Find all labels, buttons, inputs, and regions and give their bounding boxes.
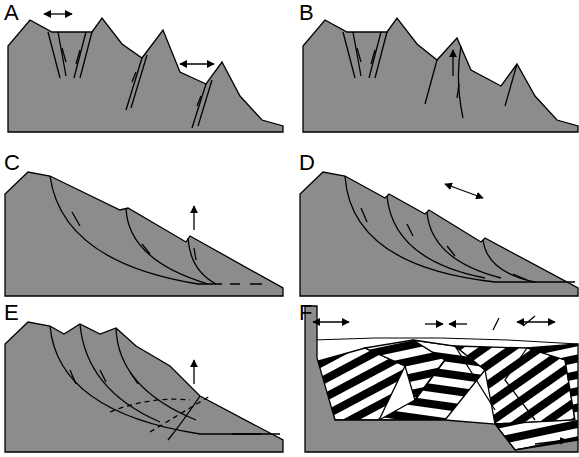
panel-letter: A (4, 2, 19, 24)
panel-letter: C (4, 152, 20, 174)
panel-b (303, 18, 578, 132)
panel-d (300, 172, 578, 296)
panel-letter: B (299, 2, 314, 24)
panel-letter: D (299, 152, 315, 174)
panel-a (8, 14, 283, 132)
panel-letter: F (299, 302, 312, 324)
panel-letter: E (4, 302, 19, 324)
panel-c (5, 172, 283, 296)
panel-f (305, 306, 578, 452)
panel-e (5, 322, 283, 452)
